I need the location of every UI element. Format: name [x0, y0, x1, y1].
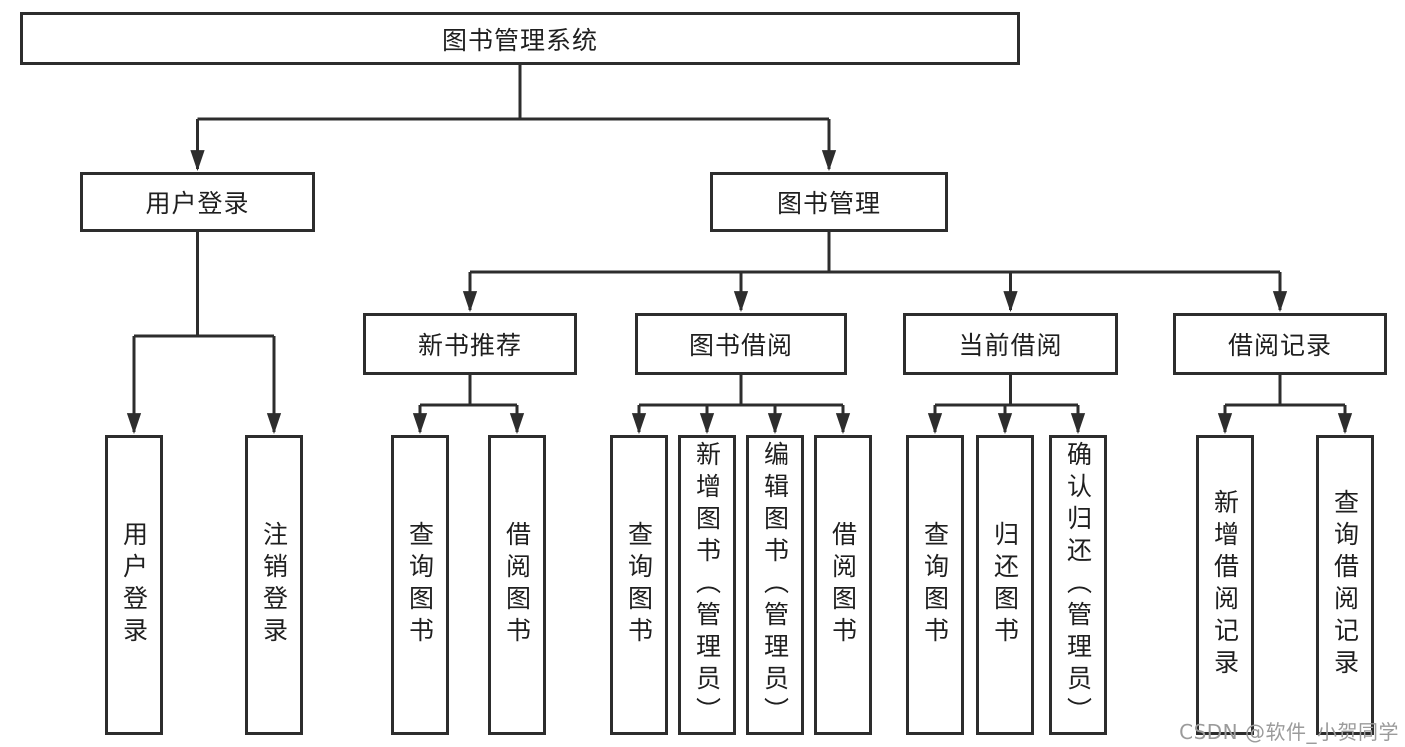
node-leaf-newrec-borrow-books: 借阅图书: [488, 435, 546, 735]
connector-stems: [134, 65, 1345, 407]
node-leaf-current-query-books: 查询图书: [906, 435, 964, 735]
node-leaf-records-add-record: 新增借阅记录: [1196, 435, 1254, 735]
node-current-borrowing: 当前借阅: [903, 313, 1118, 375]
csdn-watermark: CSDN @软件_小贺同学: [1179, 720, 1399, 744]
node-book-borrowing: 图书借阅: [635, 313, 847, 375]
node-leaf-borrow-add-books-admin: 新增图书（管理员）: [678, 435, 736, 735]
node-new-book-recommend: 新书推荐: [363, 313, 577, 375]
node-leaf-borrow-query-books: 查询图书: [610, 435, 668, 735]
node-leaf-borrow-edit-books-admin: 编辑图书（管理员）: [746, 435, 804, 735]
node-leaf-newrec-query-books: 查询图书: [391, 435, 449, 735]
node-leaf-borrow-borrow-books: 借阅图书: [814, 435, 872, 735]
node-leaf-logout: 注销登录: [245, 435, 303, 735]
node-book-management-system: 图书管理系统: [20, 12, 1020, 65]
node-user-login: 用户登录: [80, 172, 315, 232]
node-leaf-current-return-books: 归还图书: [976, 435, 1034, 735]
node-book-management: 图书管理: [710, 172, 948, 232]
node-leaf-current-confirm-return-admin: 确认归还（管理员）: [1049, 435, 1107, 735]
node-leaf-records-query-record: 查询借阅记录: [1316, 435, 1374, 735]
node-leaf-user-login: 用户登录: [105, 435, 163, 735]
node-borrowing-records: 借阅记录: [1173, 313, 1387, 375]
